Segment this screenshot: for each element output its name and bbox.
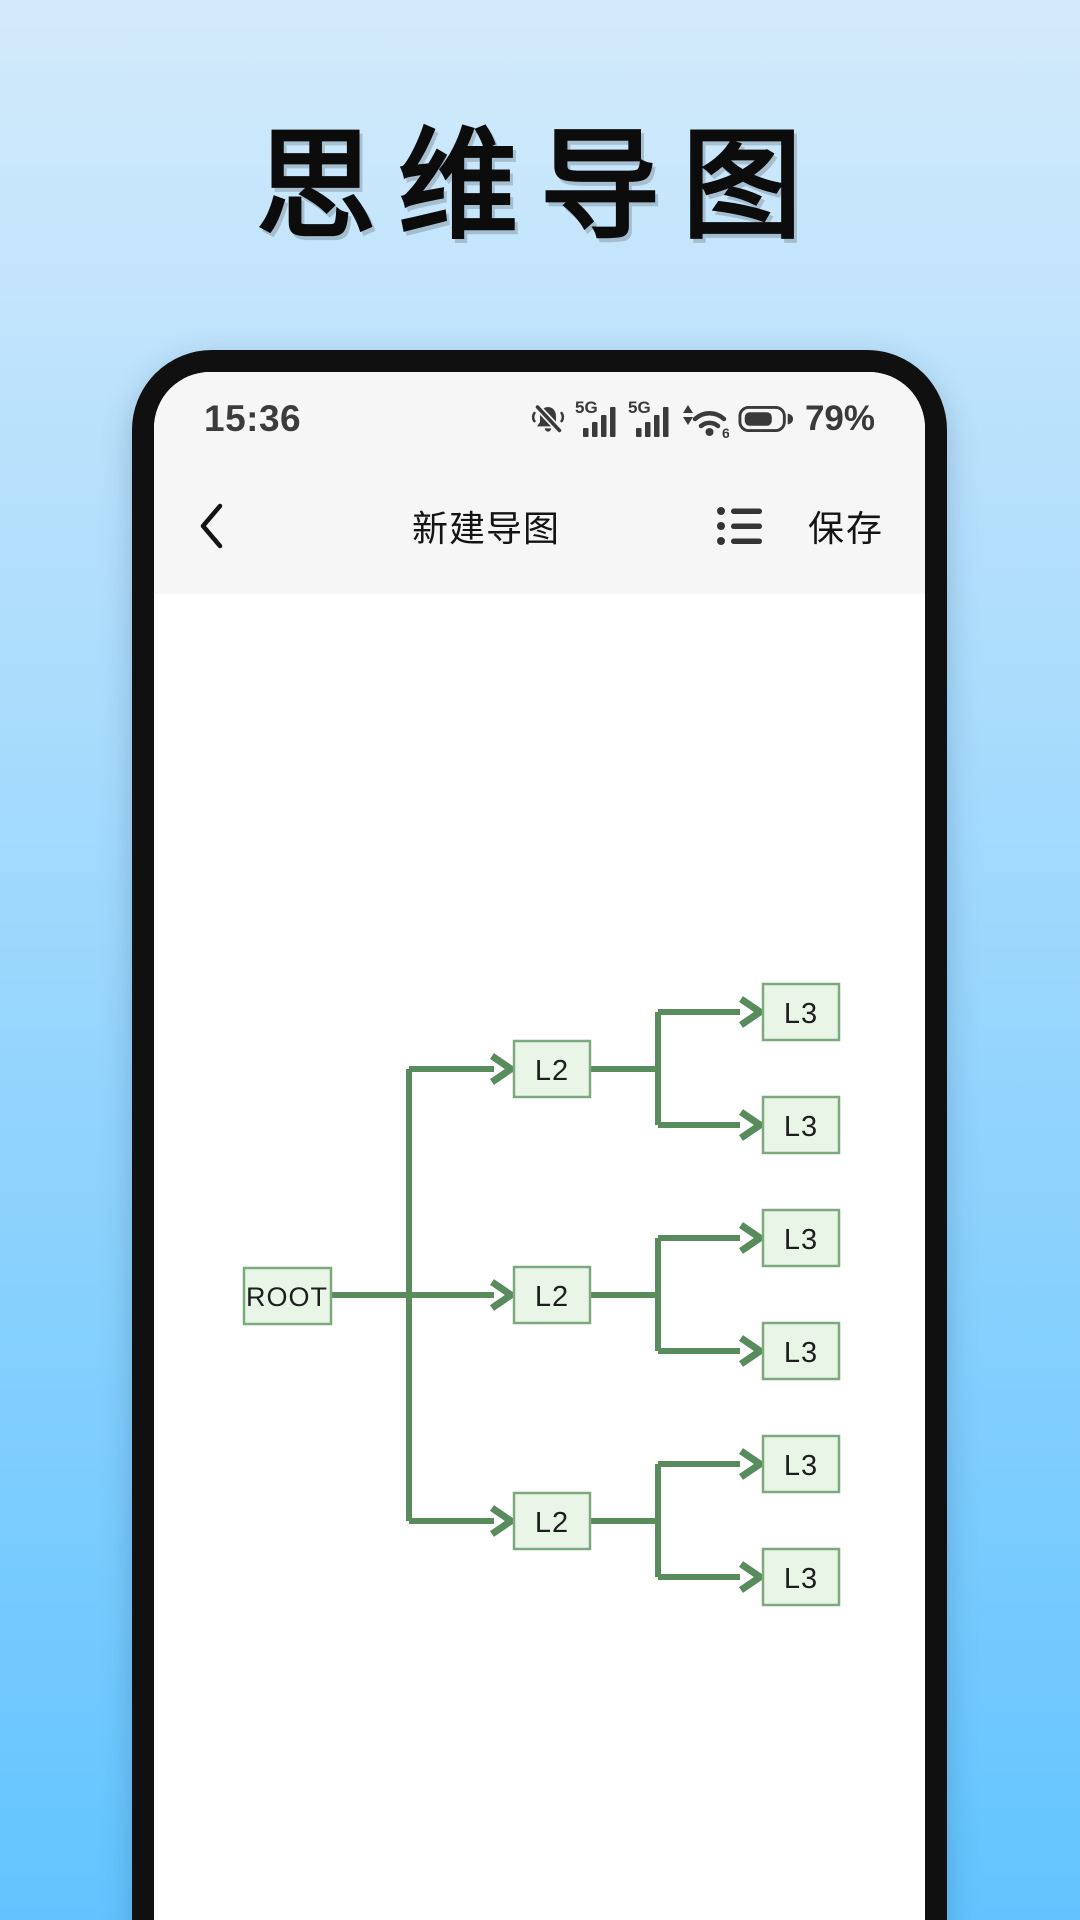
- status-time: 15:36: [204, 398, 302, 439]
- svg-text:L3: L3: [784, 1224, 818, 1256]
- mindmap-node-l3-3[interactable]: L3: [761, 1208, 841, 1268]
- svg-text:ROOT: ROOT: [246, 1282, 328, 1312]
- phone-screen: 15:36 5G: [154, 372, 925, 1920]
- mindmap-connectors: [331, 996, 767, 1593]
- outline-list-icon[interactable]: [716, 504, 764, 548]
- phone-mockup: 15:36 5G: [132, 350, 947, 1920]
- status-icons: 5G 5G: [530, 396, 875, 442]
- mindmap-node-l2-3[interactable]: L2: [512, 1491, 592, 1551]
- mindmap-node-l3-6[interactable]: L3: [761, 1547, 841, 1607]
- mindmap-canvas[interactable]: ROOT L2 L2 L2: [154, 594, 925, 1920]
- mindmap-node-l2-1[interactable]: L2: [512, 1039, 592, 1099]
- svg-text:L2: L2: [535, 1281, 569, 1313]
- svg-text:L3: L3: [784, 998, 818, 1030]
- mindmap-node-l3-2[interactable]: L3: [761, 1095, 841, 1155]
- nav-title: 新建导图: [411, 508, 561, 549]
- back-chevron-icon[interactable]: [196, 502, 226, 550]
- mindmap-node-l3-4[interactable]: L3: [761, 1321, 841, 1381]
- svg-text:L2: L2: [535, 1507, 569, 1539]
- signal-5g-sim2-icon: 5G: [628, 399, 669, 437]
- status-bar: 15:36 5G: [154, 396, 925, 442]
- svg-text:5G: 5G: [628, 399, 651, 417]
- svg-text:L3: L3: [784, 1450, 818, 1482]
- svg-text:5G: 5G: [575, 399, 598, 417]
- svg-text:L3: L3: [784, 1563, 818, 1595]
- mindmap-node-l3-1[interactable]: L3: [761, 982, 841, 1042]
- svg-text:6: 6: [722, 425, 729, 438]
- mindmap-svg: ROOT L2 L2 L2: [242, 982, 841, 1607]
- mindmap-node-root[interactable]: ROOT: [242, 1266, 333, 1326]
- battery-percent: 79%: [804, 399, 875, 438]
- mindmap-node-l2-2[interactable]: L2: [512, 1265, 592, 1325]
- nav-bar: 新建导图 保存: [154, 484, 925, 568]
- wifi-6-icon: 6: [682, 405, 729, 438]
- save-button[interactable]: 保存: [808, 508, 885, 549]
- app-header: 15:36 5G: [154, 372, 925, 594]
- notifications-muted-icon: [531, 404, 565, 434]
- svg-text:L2: L2: [535, 1055, 569, 1087]
- page-title: 思维导图: [256, 117, 824, 256]
- svg-text:L3: L3: [784, 1337, 818, 1369]
- mindmap-node-l3-5[interactable]: L3: [761, 1434, 841, 1494]
- signal-5g-sim1-icon: 5G: [575, 399, 616, 437]
- svg-text:L3: L3: [784, 1111, 818, 1143]
- battery-icon: [738, 405, 793, 433]
